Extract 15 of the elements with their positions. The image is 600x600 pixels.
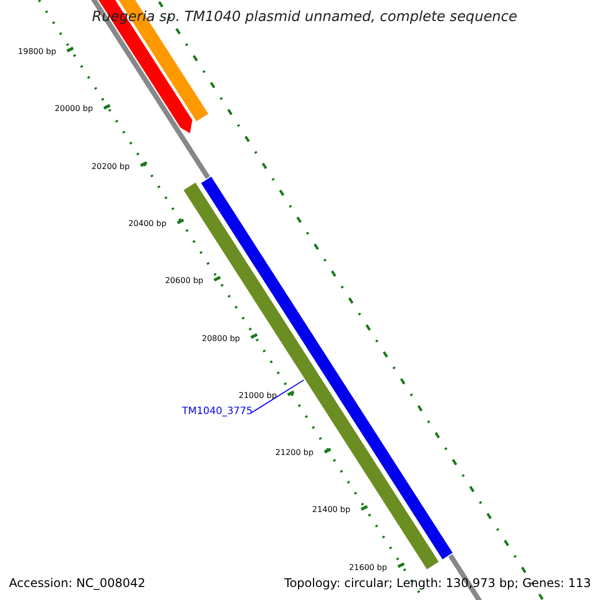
tick-label: 21400 bp — [312, 505, 350, 514]
accession-text: Accession: NC_008042 — [9, 576, 146, 590]
map-title: Ruegeria sp. TM1040 plasmid unnamed, complete sequence — [92, 9, 518, 25]
tick-label: 20400 bp — [128, 218, 166, 228]
tick-label: 21000 bp — [238, 390, 277, 400]
leader-line — [250, 380, 304, 414]
summary-text: Topology: circular; Length: 130,973 bp; Genes: 113 — [284, 576, 591, 590]
tick-label: 21200 bp — [275, 448, 314, 458]
tick-label: 21600 bp — [348, 562, 388, 572]
tick-label: 19800 bp — [18, 47, 56, 56]
gene-label: TM1040_3775 — [182, 406, 253, 417]
tick-label: 20600 bp — [165, 276, 204, 286]
tick-label: 20000 bp — [54, 104, 93, 114]
tick-label: 20200 bp — [92, 162, 130, 171]
tick-label: 20800 bp — [202, 334, 240, 342]
